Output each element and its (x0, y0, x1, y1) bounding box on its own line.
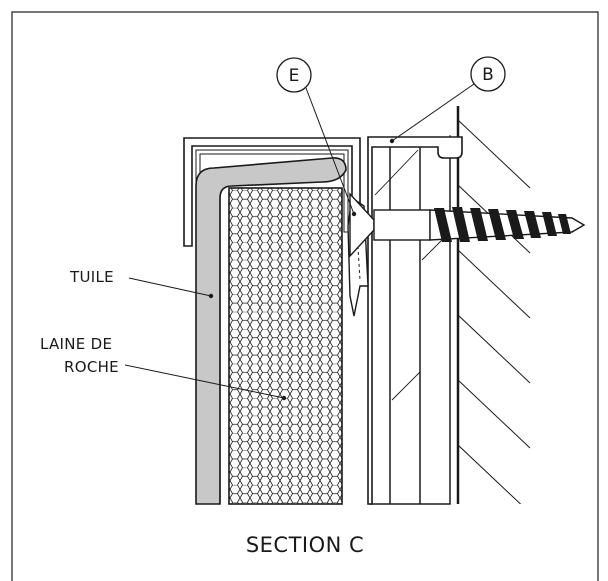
screw (349, 192, 586, 258)
section-title: SECTION C (246, 533, 364, 557)
batten (369, 145, 451, 505)
rock-wool-insulation (228, 187, 343, 505)
label-insulation-line1: LAINE DE (40, 335, 112, 353)
rail-profile-b (367, 136, 463, 505)
tile-clip (183, 137, 361, 247)
label-tile: TUILE (69, 268, 114, 286)
tile (195, 157, 347, 505)
callout-b-letter: B (482, 65, 494, 85)
leader-insulation (124, 364, 285, 399)
leader-e (305, 87, 355, 215)
callout-e-circle (276, 57, 312, 93)
callout-b-circle (470, 56, 506, 92)
wall-hatching (458, 119, 531, 504)
leader-tile (128, 277, 212, 297)
leader-b (391, 83, 475, 142)
drawing-frame (11, 11, 599, 581)
label-insulation-line2: ROCHE (64, 358, 119, 376)
callout-e-letter: E (289, 66, 300, 86)
